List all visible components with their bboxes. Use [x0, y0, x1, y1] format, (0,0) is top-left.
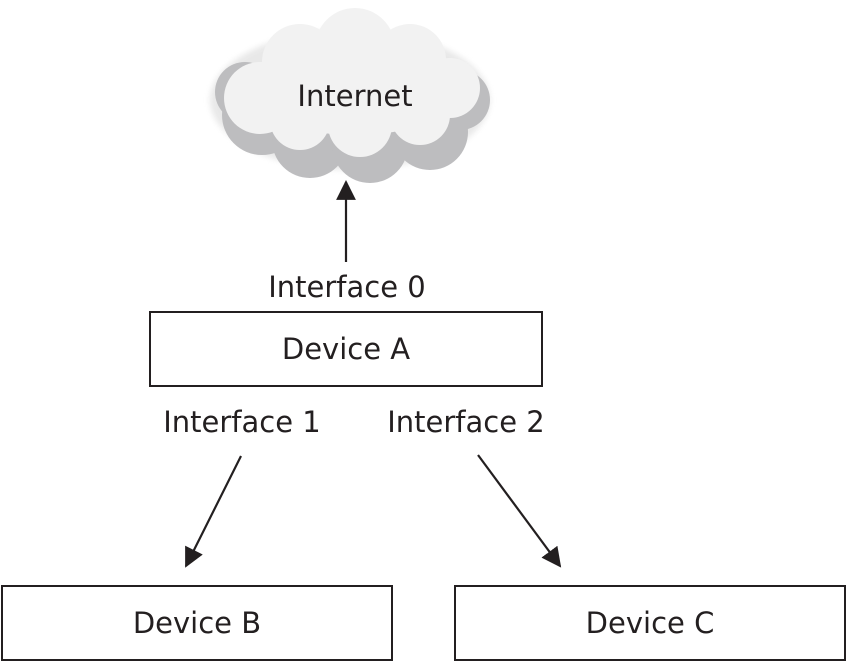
device-a-box: Device A — [149, 311, 543, 387]
device-c-box: Device C — [454, 585, 846, 661]
device-a-label: Device A — [281, 332, 411, 366]
interface-1-label: Interface 1 — [163, 405, 321, 439]
arrow-interface-1-to-device-b — [185, 455, 242, 568]
device-b-label: Device B — [132, 606, 262, 640]
device-c-label: Device C — [585, 606, 715, 640]
internet-label: Internet — [297, 79, 413, 113]
device-b-box: Device B — [1, 585, 393, 661]
interface-0-label: Interface 0 — [268, 270, 426, 304]
internet-cloud-icon — [210, 8, 490, 183]
arrow-interface-2-to-device-c — [477, 454, 562, 568]
interface-2-label: Interface 2 — [387, 405, 545, 439]
